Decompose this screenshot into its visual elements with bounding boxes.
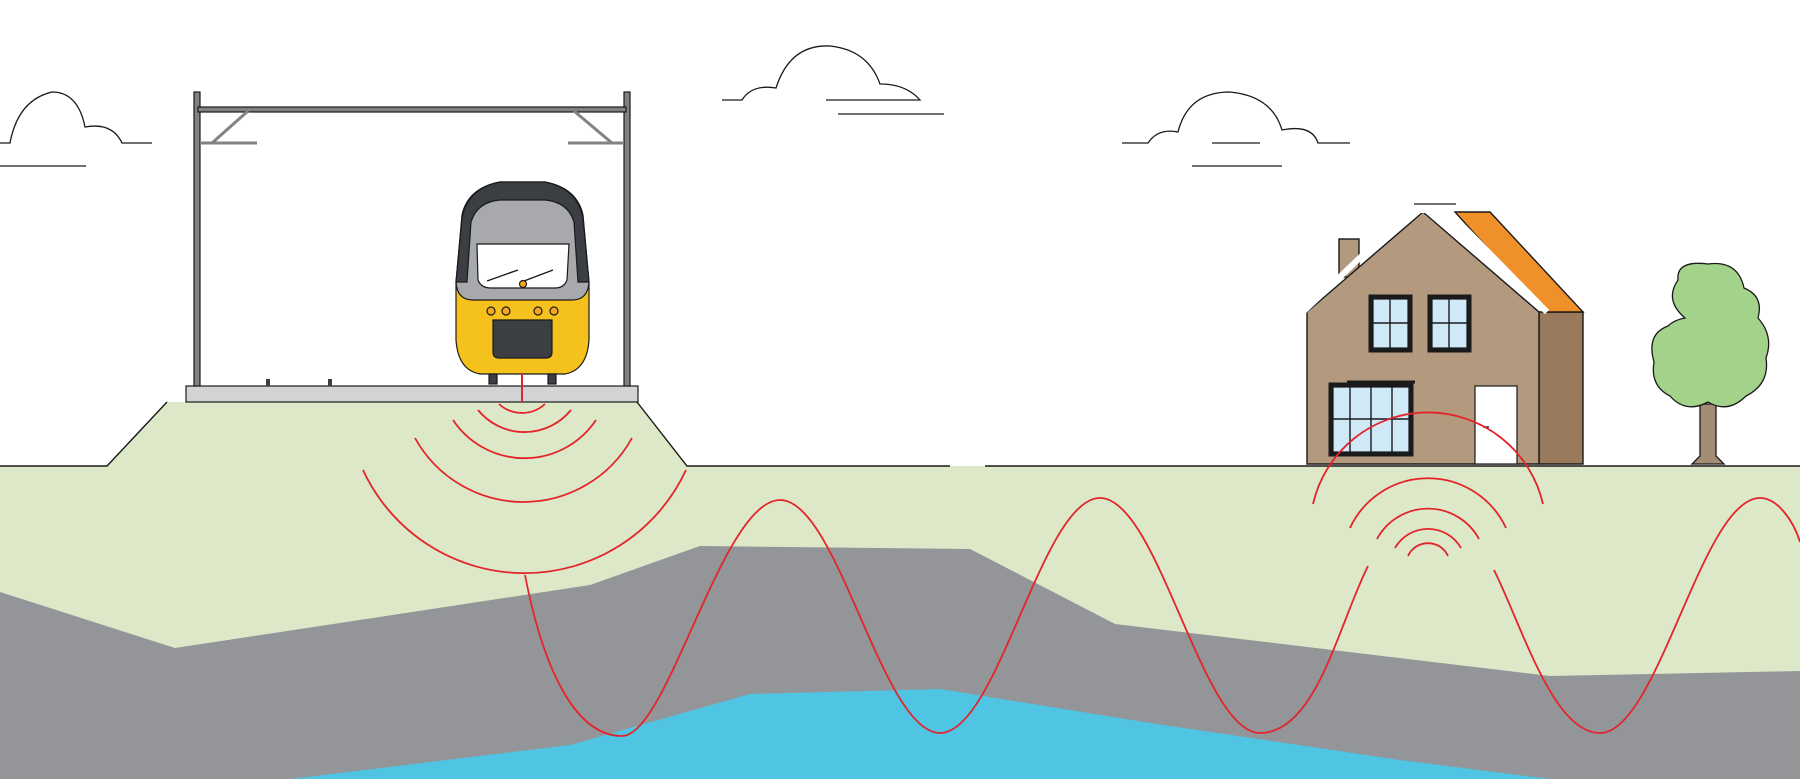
source-ring-3 [452, 419, 597, 460]
receiver-rings [1312, 411, 1544, 557]
vibration-waves [362, 403, 1800, 737]
ground-layers [0, 466, 1800, 779]
receiver-ring-1 [1407, 542, 1449, 557]
cloud-right [1122, 91, 1350, 167]
water-layer [290, 689, 1550, 779]
receiver-ring-5 [1312, 411, 1544, 505]
cantilever-brace-right [573, 109, 613, 145]
coupler-panel [492, 319, 553, 359]
ground-wave [524, 497, 1800, 737]
headlight-1 [486, 306, 496, 316]
track-bed [185, 379, 639, 403]
railway-embankment [107, 402, 687, 466]
source-ring-4 [414, 437, 633, 503]
bogie-right [547, 373, 557, 385]
cantilever-brace-left [211, 109, 249, 145]
tree-trunk [1690, 403, 1726, 465]
receiver-ring-4 [1349, 477, 1507, 529]
tree-crown [1651, 262, 1770, 408]
wiper-left [486, 269, 519, 282]
roof-edge [1300, 207, 1550, 315]
clouds [0, 45, 1350, 167]
catenary-frame [193, 91, 631, 387]
house-side-wall [1538, 311, 1584, 465]
wiper-pivot [518, 279, 528, 289]
headlight-3 [533, 306, 543, 316]
cloud-middle [722, 45, 944, 115]
headlight-2 [501, 306, 511, 316]
wiper-right [523, 269, 554, 282]
mast-right [623, 91, 631, 387]
receiver-ring-2 [1394, 527, 1462, 549]
train-side-shadow [455, 181, 590, 283]
mast-left [193, 91, 201, 387]
receiver-ring-3 [1376, 507, 1480, 540]
source-ring-5 [362, 469, 687, 574]
window-upper-right [1427, 294, 1472, 353]
train-front [455, 181, 590, 402]
headlight-4 [549, 306, 559, 316]
cross-beam [197, 106, 627, 113]
window-upper-left [1368, 294, 1413, 353]
cloud-left [0, 91, 152, 167]
rail-stud-right [328, 379, 332, 386]
source-ring-2 [477, 409, 572, 433]
source-ring-1 [498, 403, 546, 414]
house [1300, 203, 1585, 465]
clay-layer [0, 546, 1800, 779]
window-lower [1328, 382, 1414, 457]
track-slab [185, 385, 639, 403]
bogie-left [488, 373, 498, 385]
tree [1651, 262, 1770, 465]
source-rings [362, 403, 687, 574]
rail-stud-left [266, 379, 270, 386]
embankment-outline [0, 401, 1200, 467]
